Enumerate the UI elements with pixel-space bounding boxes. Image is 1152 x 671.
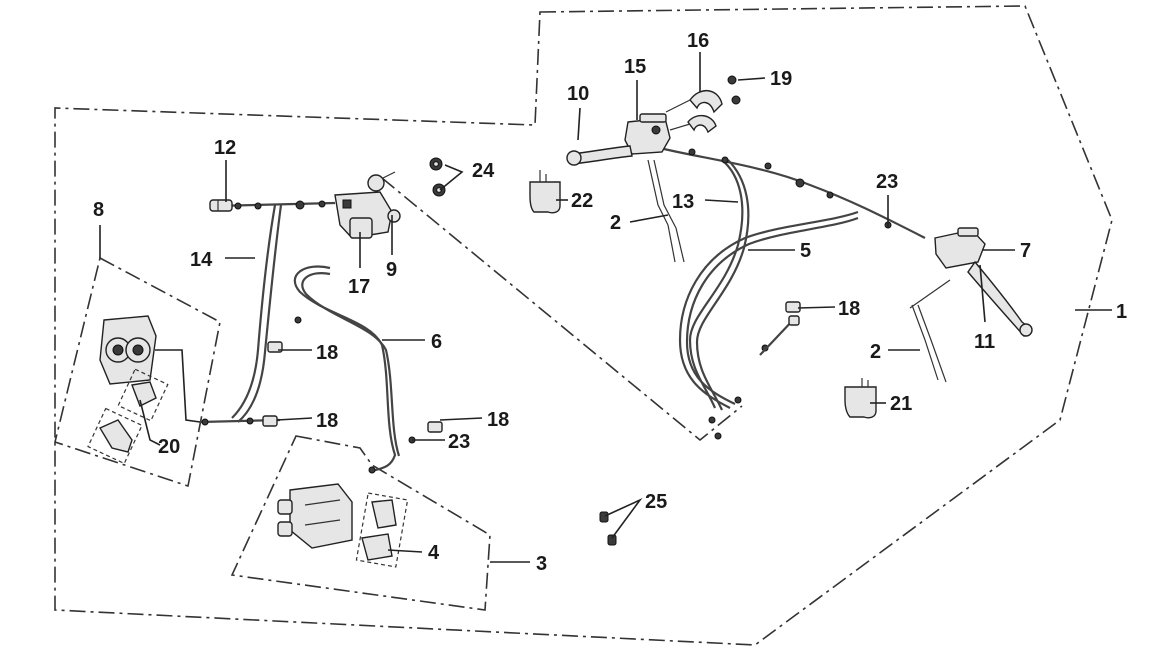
callout-13: 13: [672, 191, 694, 213]
callout-12: 12: [214, 137, 236, 159]
callout-1: 1: [1116, 301, 1127, 323]
lever-11: [967, 260, 1033, 338]
hose-13: [688, 159, 744, 409]
callout-4: 4: [428, 542, 440, 564]
callout-6: 6: [431, 331, 442, 353]
callout-22: 22: [571, 190, 593, 212]
callout-19: 19: [770, 68, 792, 90]
banjo-bolts-18: [262, 301, 801, 433]
rear-brake-pads-20: [87, 368, 169, 465]
callout-15: 15: [624, 56, 646, 78]
brake-switch-2-right: [909, 279, 951, 383]
callout-8: 8: [93, 199, 104, 221]
callout-16: 16: [687, 30, 709, 52]
hose-5: [678, 210, 859, 409]
callout-10: 10: [567, 83, 589, 105]
rear-caliper-8: [99, 315, 157, 385]
front-caliper-outline: [230, 435, 491, 611]
separation-line: [381, 177, 743, 442]
front-brake-pads-4: [355, 492, 409, 568]
leader-lines: [99, 52, 1112, 563]
rear-master-cylinder-17: [334, 171, 401, 239]
callout-20: 20: [158, 436, 180, 458]
callout-3: 3: [536, 553, 547, 575]
bleeder-screws-25: [599, 511, 617, 546]
hose-14: [231, 204, 277, 419]
brake-lever-10: [566, 145, 633, 166]
cap-21: [844, 378, 877, 419]
banjo-bolt-12: [209, 199, 233, 212]
callout-18-c: 18: [487, 409, 509, 431]
callout-2-upper: 2: [610, 212, 621, 234]
callout-23-b: 23: [448, 431, 470, 453]
callout-7: 7: [1020, 240, 1031, 262]
assembly-outline: [54, 5, 1113, 646]
front-master-cylinder-15: [624, 113, 671, 155]
callout-14: 14: [190, 249, 213, 271]
callout-23-a: 23: [876, 171, 898, 193]
callout-2-right: 2: [870, 341, 881, 363]
callout-labels: 1 2 2 3 4 5 6 7 8 9 10 11 12 13 14 15 16…: [93, 30, 1127, 575]
callout-9: 9: [386, 259, 397, 281]
brake-switch-2-upper: [647, 159, 685, 263]
callout-18-a: 18: [316, 342, 338, 364]
callout-17: 17: [348, 276, 370, 298]
callout-5: 5: [800, 240, 811, 262]
callout-24: 24: [472, 160, 495, 182]
hose-fittings: [201, 148, 892, 474]
rear-line: [214, 201, 336, 208]
callout-11: 11: [974, 331, 995, 353]
callout-18-d: 18: [838, 298, 860, 320]
callout-25: 25: [645, 491, 667, 513]
cap-22: [529, 170, 561, 214]
front-caliper-3: [277, 483, 353, 549]
rear-caliper-outline: [54, 256, 221, 488]
callout-21: 21: [890, 393, 912, 415]
holder-16: [665, 75, 741, 134]
nuts-24: [429, 157, 446, 197]
front-line: [659, 146, 926, 239]
callout-18-b: 18: [316, 410, 338, 432]
lever-assembly-7: [934, 227, 986, 269]
